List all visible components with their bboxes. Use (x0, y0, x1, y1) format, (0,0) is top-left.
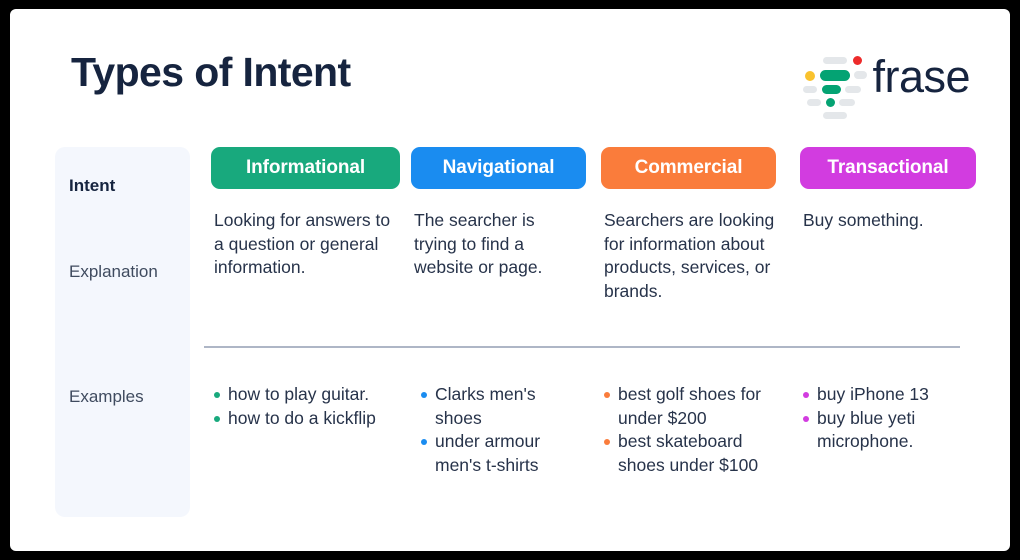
list-item: under armour men's t-shirts (421, 430, 581, 477)
page-title: Types of Intent (71, 49, 351, 95)
intent-pill-informational[interactable]: Informational (211, 147, 400, 189)
infographic-canvas: Types of Intent frase (10, 9, 1010, 551)
list-item: best skateboard shoes under $100 (604, 430, 780, 477)
row-label-explanation: Explanation (69, 262, 158, 281)
list-item: buy blue yeti microphone. (803, 407, 979, 454)
logo-wordmark: frase (872, 50, 970, 102)
list-item: best golf shoes for under $200 (604, 383, 780, 430)
frase-logo: frase (803, 47, 970, 119)
list-item: Clarks men's shoes (421, 383, 581, 430)
row-label-rail (55, 147, 190, 517)
examples-list-navigational: Clarks men's shoes under armour men's t-… (421, 383, 581, 477)
intent-pill-navigational[interactable]: Navigational (411, 147, 586, 189)
intent-comparison-table: Intent Explanation Examples Informationa… (10, 131, 1010, 551)
list-item: how to play guitar. (214, 383, 400, 407)
examples-list-informational: how to play guitar. how to do a kickflip (214, 383, 400, 430)
row-label-examples: Examples (69, 387, 144, 406)
frase-logo-mark-icon (803, 51, 868, 119)
examples-list-transactional: buy iPhone 13 buy blue yeti microphone. (803, 383, 979, 454)
explanation-informational: Looking for answers to a question or gen… (214, 210, 391, 277)
list-item: how to do a kickflip (214, 407, 400, 431)
explanation-commercial: Searchers are looking for information ab… (604, 210, 775, 301)
intent-pill-transactional[interactable]: Transactional (800, 147, 976, 189)
explanation-transactional: Buy something. (803, 210, 924, 230)
examples-list-commercial: best golf shoes for under $200 best skat… (604, 383, 780, 477)
list-item: buy iPhone 13 (803, 383, 979, 407)
explanation-navigational: The searcher is trying to find a website… (414, 210, 543, 277)
section-divider (204, 346, 960, 348)
header: Types of Intent frase (10, 9, 1010, 131)
row-label-intent: Intent (69, 176, 116, 195)
intent-pill-commercial[interactable]: Commercial (601, 147, 776, 189)
